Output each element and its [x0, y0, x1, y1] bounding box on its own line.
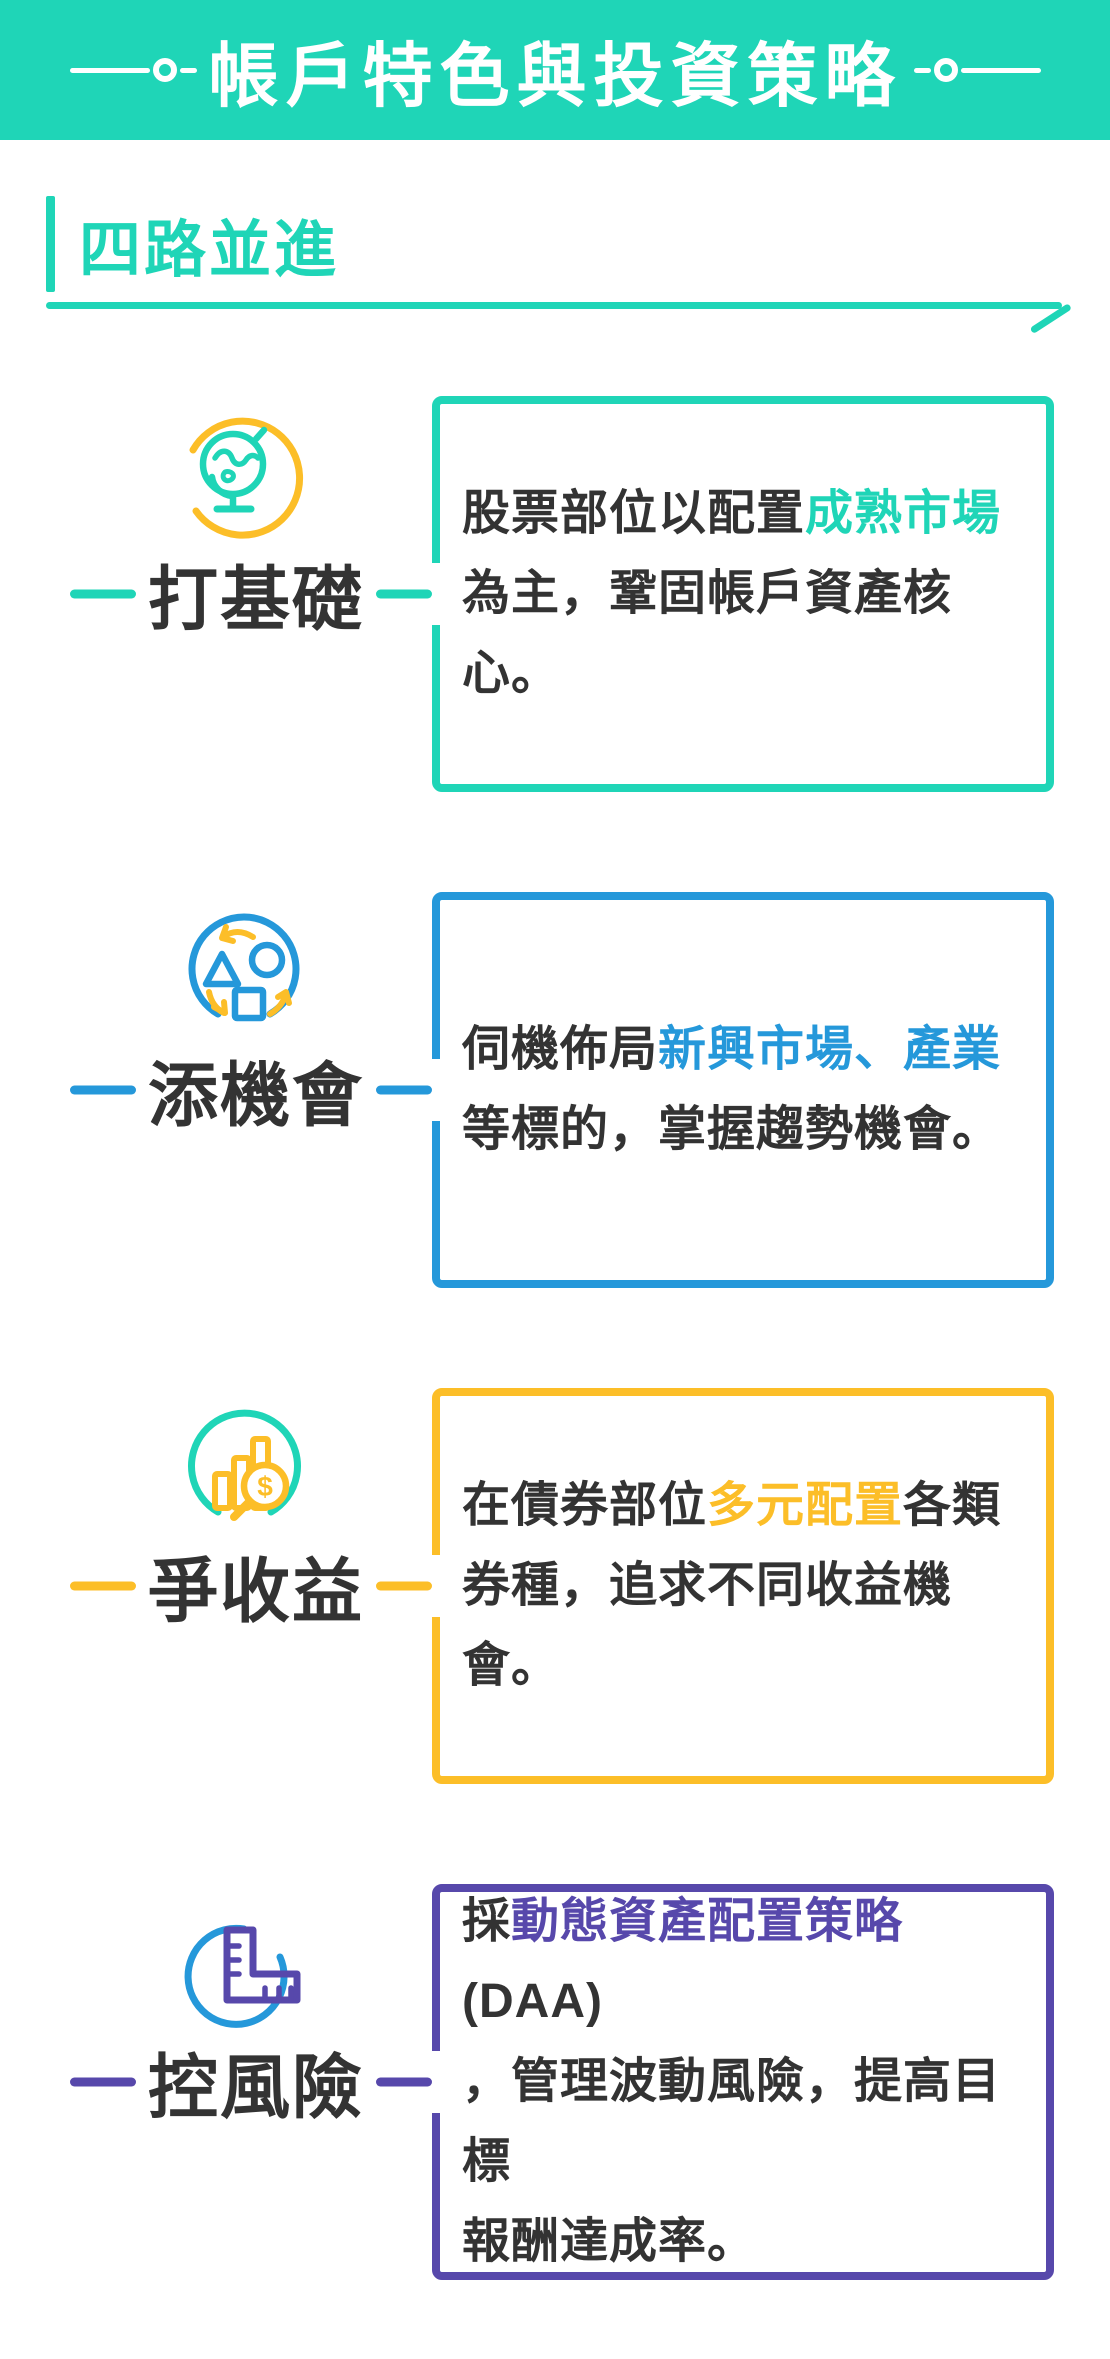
ruler-icon	[28, 1902, 460, 2032]
item-text-box: 在債券部位多元配置各類券種，追求不同收益機會。	[432, 1388, 1054, 1784]
svg-text:$: $	[257, 1471, 273, 1502]
label-connector-dash	[376, 1085, 432, 1095]
section: 四路並進	[46, 194, 1072, 335]
strategy-item-foundation: 打基礎 股票部位以配置成熟市場為主，鞏固帳戶資產核心。	[0, 396, 1110, 792]
item-text-box: 採動態資產配置策略(DAA)，管理波動風險，提高目標報酬達成率。	[432, 1884, 1054, 2280]
strategy-item-income: $ 爭收益 在債券部位多元配置各類券種，追求不同收益機會。	[0, 1388, 1110, 1784]
section-title: 四路並進	[79, 216, 340, 285]
item-description: 採動態資產配置策略(DAA)，管理波動風險，提高目標報酬達成率。	[462, 1895, 1002, 2268]
label-left-dash	[70, 1581, 136, 1591]
header-band: 帳戶特色與投資策略	[0, 0, 1110, 140]
border-gap	[432, 563, 440, 625]
header-left-short-line	[179, 67, 197, 73]
label-connector-dash	[376, 2077, 432, 2087]
strategy-item-risk: 控風險 採動態資產配置策略(DAA)，管理波動風險，提高目標報酬達成率。	[0, 1884, 1110, 2280]
section-underline	[46, 302, 1072, 335]
item-description: 伺機佈局新興市場、產業等標的，掌握趨勢機會。	[462, 1023, 1002, 1156]
header-right-ring-icon	[933, 58, 958, 82]
page-title: 帳戶特色與投資策略	[208, 36, 902, 115]
item-description: 股票部位以配置成熟市場為主，鞏固帳戶資產核心。	[462, 487, 1002, 700]
header-left-line	[69, 67, 150, 73]
label-connector-dash	[376, 589, 432, 599]
item-label: 控風險	[148, 2048, 364, 2127]
header-left-ring-icon	[152, 58, 177, 82]
label-left-dash	[70, 2077, 136, 2087]
strategy-item-opportunity: 添機會 伺機佈局新興市場、產業等標的，掌握趨勢機會。	[0, 892, 1110, 1288]
label-left-dash	[70, 1085, 136, 1095]
border-gap	[432, 1555, 440, 1617]
border-gap	[432, 1059, 440, 1121]
item-description: 在債券部位多元配置各類券種，追求不同收益機會。	[462, 1479, 1002, 1692]
label-left-dash	[70, 589, 136, 599]
section-underline-flick	[1029, 303, 1072, 335]
item-label: 爭收益	[148, 1552, 364, 1631]
item-label: 添機會	[148, 1056, 364, 1135]
header-right-short-line	[913, 67, 931, 73]
item-text-box: 伺機佈局新興市場、產業等標的，掌握趨勢機會。	[432, 892, 1054, 1288]
strategy-items: 打基礎 股票部位以配置成熟市場為主，鞏固帳戶資產核心。	[0, 396, 1110, 2280]
item-label: 打基礎	[148, 560, 364, 639]
chart-magnifier-icon: $	[28, 1406, 460, 1536]
cycle-shapes-icon	[28, 910, 460, 1040]
section-accent-bar	[46, 196, 55, 292]
label-connector-dash	[376, 1581, 432, 1591]
globe-icon	[28, 414, 460, 544]
header-right-line	[960, 67, 1041, 73]
border-gap	[432, 2051, 440, 2113]
item-text-box: 股票部位以配置成熟市場為主，鞏固帳戶資產核心。	[432, 396, 1054, 792]
